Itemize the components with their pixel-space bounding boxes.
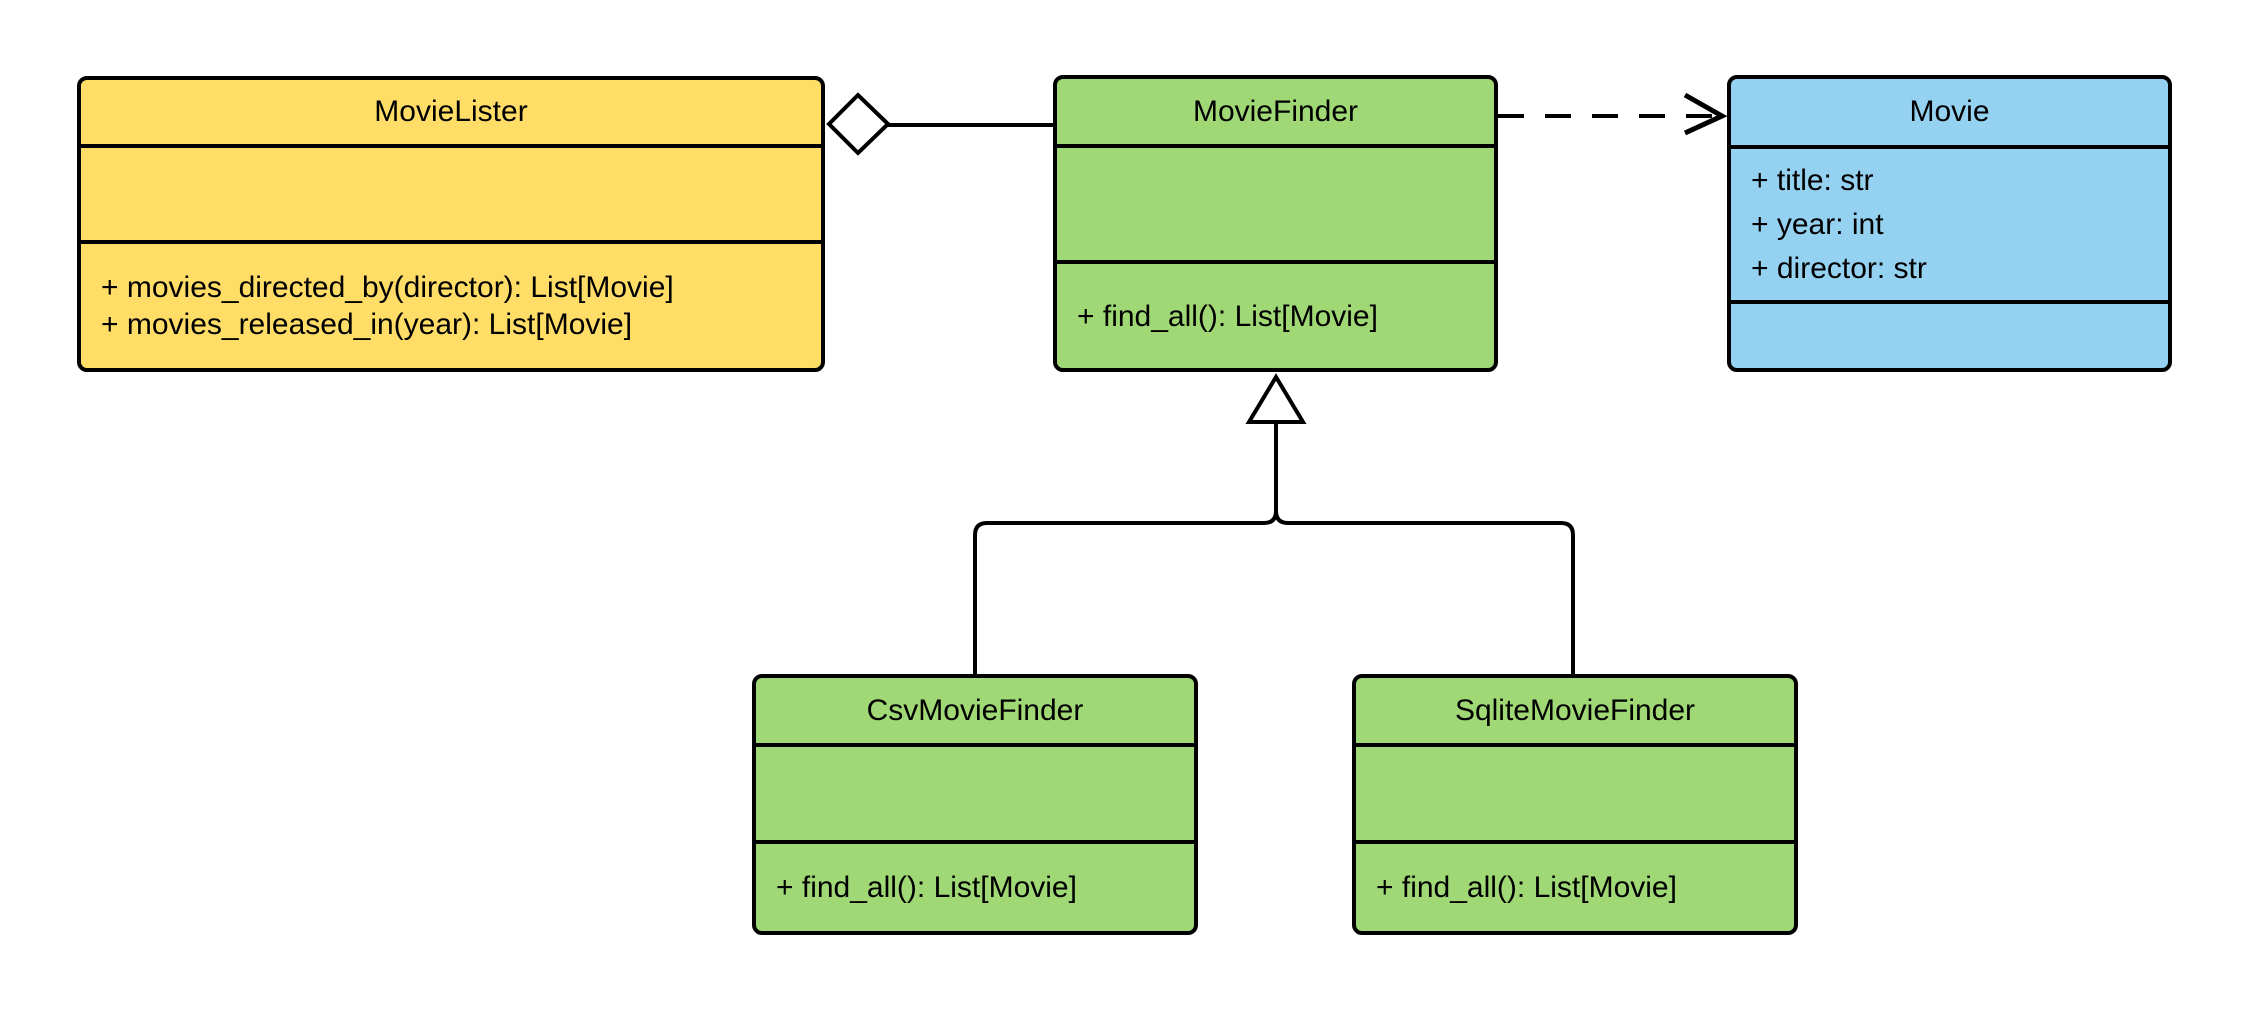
class-movie: Movie + title: str + year: int + directo… xyxy=(1727,75,2172,372)
class-movielister: MovieLister + movies_directed_by(directo… xyxy=(77,76,825,372)
method-label: + movies_released_in(year): List[Movie] xyxy=(101,308,633,341)
class-moviefinder: MovieFinder + find_all(): List[Movie] xyxy=(1053,75,1498,372)
method-label: + find_all(): List[Movie] xyxy=(776,871,1077,904)
class-name: Movie xyxy=(1909,95,1990,128)
attributes-compartment xyxy=(1356,743,1794,840)
methods-compartment: + find_all(): List[Movie] xyxy=(1057,260,1494,368)
attributes-compartment xyxy=(81,144,821,240)
class-csvmoviefinder: CsvMovieFinder + find_all(): List[Movie] xyxy=(752,674,1198,935)
class-sqlitemoviefinder: SqliteMovieFinder + find_all(): List[Mov… xyxy=(1352,674,1798,935)
class-name: CsvMovieFinder xyxy=(866,693,1084,727)
attributes-compartment xyxy=(1057,144,1494,260)
method-label: + find_all(): List[Movie] xyxy=(1077,299,1378,333)
attributes-compartment: + title: str + year: int + director: str xyxy=(1731,145,2168,300)
inheritance-connector-right xyxy=(1274,422,1575,676)
method-label: + find_all(): List[Movie] xyxy=(1376,871,1677,904)
method-label: + movies_directed_by(director): List[Mov… xyxy=(101,271,674,304)
attribute-label: + director: str xyxy=(1751,251,1927,285)
attributes-compartment xyxy=(756,743,1194,840)
class-name: MovieLister xyxy=(374,95,528,128)
methods-compartment: + find_all(): List[Movie] xyxy=(756,840,1194,931)
methods-compartment: + movies_directed_by(director): List[Mov… xyxy=(81,240,821,368)
inheritance-connector-left xyxy=(973,422,1278,676)
methods-compartment: + find_all(): List[Movie] xyxy=(1356,840,1794,931)
attribute-label: + title: str xyxy=(1751,163,1874,197)
class-name: MovieFinder xyxy=(1192,94,1359,128)
dependency-open-arrowhead xyxy=(1683,92,1728,136)
attribute-label: + year: int xyxy=(1751,207,1884,241)
methods-compartment xyxy=(1731,300,2168,368)
aggregation-diamond xyxy=(826,92,891,156)
inheritance-hollow-triangle xyxy=(1245,373,1307,424)
class-name: SqliteMovieFinder xyxy=(1454,693,1696,727)
